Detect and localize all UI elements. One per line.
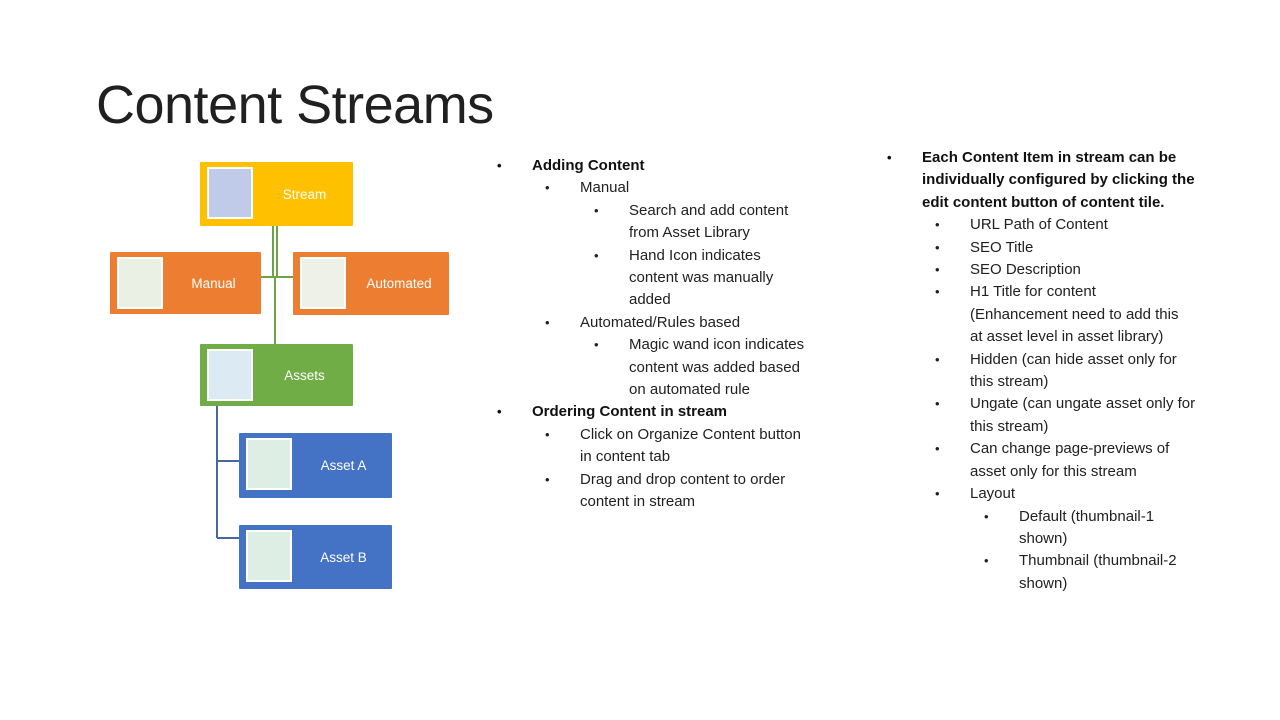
- node-manual: Manual: [110, 252, 261, 314]
- bullet-glyph: •: [594, 247, 599, 263]
- bullet-text: Ordering Content in stream: [532, 403, 728, 421]
- bullet-text: Manual: [580, 179, 630, 197]
- bullet-text: Hidden (can hide asset only for this str…: [970, 350, 1177, 391]
- bullet-glyph: •: [935, 486, 940, 502]
- bullet-glyph: •: [545, 314, 550, 330]
- bullet-glyph: •: [984, 508, 989, 524]
- bullet-glyph: •: [935, 217, 940, 233]
- bullet-item: • Thumbnail (thumbnail-2 shown): [880, 550, 1260, 595]
- bullet-item: • URL Path of Content: [880, 214, 1260, 236]
- page-title: Content Streams: [96, 75, 494, 135]
- bullet-glyph: •: [594, 337, 599, 353]
- bullet-item: • Hand Icon indicates content was manuall…: [490, 245, 852, 312]
- bullet-glyph: •: [545, 471, 550, 487]
- bullet-item: • SEO Description: [880, 259, 1260, 281]
- bullet-item: • Layout: [880, 483, 1260, 505]
- bullet-text: Each Content Item in stream can be indiv…: [922, 149, 1195, 211]
- thumbnail-placeholder: [246, 438, 292, 490]
- bullet-glyph: •: [935, 262, 940, 278]
- bullet-item: • Ungate (can ungate asset only for this …: [880, 393, 1260, 438]
- bullet-text: H1 Title for content (Enhancement need t…: [970, 283, 1179, 346]
- bullet-text: Click on Organize Content button in cont…: [580, 425, 801, 466]
- connector-stream-to-assets-line: [274, 277, 276, 344]
- connector-to-asset-b-line: [217, 537, 239, 539]
- bullet-text: Adding Content: [532, 157, 645, 174]
- connector-stream-vertical-line: [272, 226, 274, 276]
- bullet-text: Thumbnail (thumbnail-2 shown): [1019, 552, 1177, 592]
- node-asset-a: Asset A: [239, 433, 392, 498]
- bullet-glyph: •: [545, 180, 550, 196]
- bullet-glyph: •: [935, 441, 940, 457]
- connector-assets-vertical-line: [216, 406, 218, 538]
- bullet-item: • Hidden (can hide asset only for this st…: [880, 349, 1260, 394]
- bullet-glyph: •: [984, 553, 989, 569]
- bullet-text: Layout: [970, 485, 1016, 503]
- notes-column-content-item-config: • Each Content Item in stream can be indi…: [880, 147, 1260, 595]
- bullet-glyph: •: [935, 351, 940, 367]
- bullet-text: Magic wand icon indicates content was ad…: [629, 336, 805, 399]
- bullet-text: Default (thumbnail-1 shown): [1019, 507, 1155, 547]
- bullet-glyph: •: [497, 158, 502, 173]
- bullet-item: • Default (thumbnail-1 shown): [880, 506, 1260, 551]
- node-stream: Stream: [200, 162, 353, 226]
- bullet-item: • Search and add content from Asset Libra…: [490, 200, 852, 245]
- bullet-item: • Click on Organize Content button in con…: [490, 424, 852, 469]
- bullet-item: • Can change page-previews of asset only …: [880, 438, 1260, 483]
- connector-to-asset-a-line: [217, 460, 239, 462]
- bullet-text: SEO Description: [970, 261, 1081, 279]
- bullet-text: SEO Title: [970, 238, 1034, 256]
- bullet-item: • H1 Title for content (Enhancement need …: [880, 281, 1260, 348]
- node-label: Assets: [284, 367, 325, 383]
- bullet-item: • Each Content Item in stream can be indi…: [880, 147, 1260, 214]
- bullet-glyph: •: [935, 239, 940, 255]
- connector-stream-vertical-line: [276, 226, 278, 276]
- bullet-text: Ungate (can ungate asset only for this s…: [970, 395, 1196, 435]
- bullet-glyph: •: [545, 426, 550, 442]
- thumbnail-placeholder: [207, 167, 253, 219]
- thumbnail-placeholder: [246, 530, 292, 582]
- node-label: Asset A: [320, 458, 367, 473]
- bullet-glyph: •: [935, 396, 940, 412]
- bullet-item: • Ordering Content in stream: [490, 401, 852, 423]
- node-assets: Assets: [200, 344, 353, 406]
- bullet-item: • Drag and drop content to order content …: [490, 469, 852, 514]
- bullet-item: • Automated/Rules based: [490, 312, 852, 334]
- notes-column-adding-ordering: • Adding Content • Manual • Search and add co…: [490, 155, 852, 514]
- bullet-item: • Magic wand icon indicates content was a…: [490, 334, 852, 401]
- bullet-text: Can change page-previews of asset only f…: [970, 440, 1170, 480]
- node-automated: Automated: [293, 252, 449, 315]
- bullet-glyph: •: [594, 202, 599, 218]
- content-stream-org-chart: Stream Manual Automated Assets Asset A A…: [0, 0, 480, 620]
- node-label: Stream: [282, 186, 327, 202]
- thumbnail-placeholder: [300, 257, 346, 309]
- connector-stream-horizontal-line: [261, 276, 294, 278]
- thumbnail-placeholder: [117, 257, 163, 309]
- bullet-glyph: •: [935, 284, 940, 300]
- node-asset-b: Asset B: [239, 525, 392, 589]
- bullet-item: • Adding Content: [490, 155, 852, 177]
- bullet-text: Hand Icon indicates content was manually…: [629, 246, 774, 309]
- bullet-text: Automated/Rules based: [580, 313, 741, 331]
- node-label: Automated: [366, 276, 432, 291]
- bullet-text: URL Path of Content: [970, 216, 1108, 234]
- thumbnail-placeholder: [207, 349, 253, 401]
- bullet-glyph: •: [887, 150, 892, 165]
- bullet-glyph: •: [497, 404, 502, 420]
- bullet-item: • Manual: [490, 177, 852, 199]
- bullet-text: Search and add content from Asset Librar…: [629, 201, 789, 242]
- bullet-text: Drag and drop content to order content i…: [580, 470, 786, 511]
- node-label: Manual: [191, 275, 236, 291]
- bullet-item: • SEO Title: [880, 237, 1260, 259]
- node-label: Asset B: [320, 549, 367, 565]
